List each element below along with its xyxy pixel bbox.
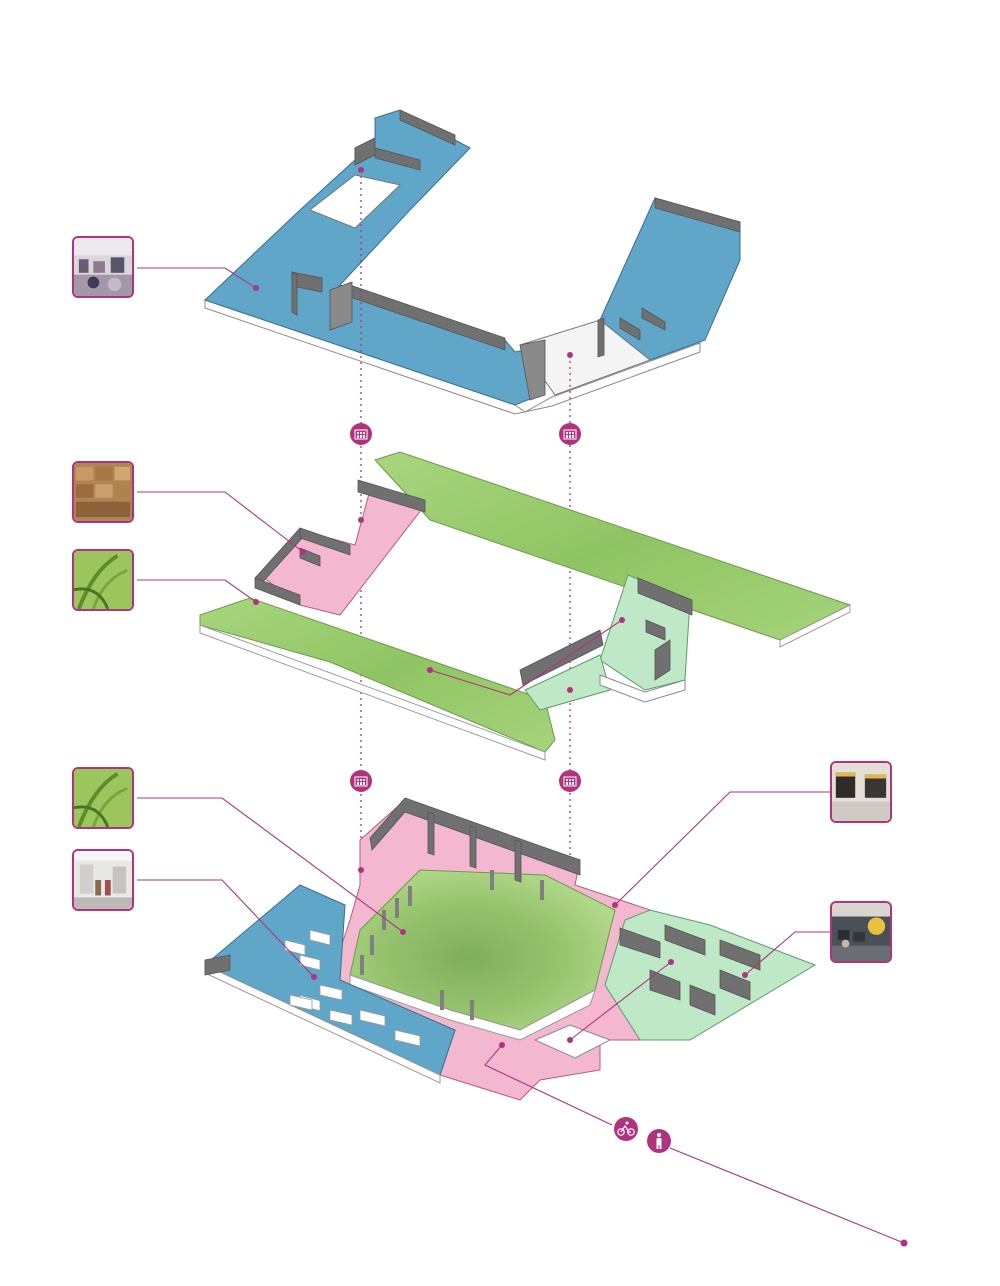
- grass-ground-image: [74, 769, 132, 827]
- storage-boxes-image: [74, 463, 132, 521]
- ground-floor: [204, 797, 817, 1101]
- leader-approach-path: [669, 1147, 905, 1244]
- elevator-icon-right-lower: [559, 770, 581, 792]
- leader-retail: [137, 879, 315, 978]
- photo-loading-dock: [830, 761, 892, 823]
- elevator-icon-right-upper: [559, 423, 581, 445]
- loading-dock-image: [832, 763, 890, 821]
- upper-floor-void-left: [309, 174, 402, 229]
- photo-workshop-sewing: [72, 236, 134, 298]
- pedestrian-icon: [647, 1129, 671, 1153]
- retail-store-image: [74, 851, 132, 909]
- middle-grass-strip-right: [374, 451, 852, 641]
- photo-storage-boxes: [72, 461, 134, 523]
- office-space-image: [832, 903, 890, 961]
- ground-colonnade: [360, 870, 544, 1020]
- leader-office: [744, 931, 830, 976]
- photo-grass-ground: [72, 767, 134, 829]
- upper-floor: [204, 109, 741, 415]
- photo-retail-store: [72, 849, 134, 911]
- photo-office-space: [830, 901, 892, 963]
- leader-workshop: [137, 267, 257, 289]
- elevator-icon-left-lower: [350, 770, 372, 792]
- leader-loading-dock: [614, 791, 830, 906]
- upper-floor-slab-edge: [204, 299, 701, 415]
- middle-storage-walls: [254, 479, 426, 606]
- leader-dots: [253, 167, 908, 1247]
- workshop-sewing-image: [74, 238, 132, 296]
- ground-offices-mint: [604, 909, 817, 1041]
- photo-grass-middle: [72, 549, 134, 611]
- ground-floor-walls: [204, 797, 761, 1016]
- leader-grass-middle: [137, 579, 257, 603]
- leader-lines: [137, 267, 905, 1244]
- leader-entrance: [484, 1044, 613, 1126]
- leader-storage: [137, 491, 304, 553]
- upper-floor-walls: [291, 109, 741, 401]
- middle-office-walls: [519, 577, 693, 686]
- middle-landscape-level: [199, 451, 852, 761]
- elevator-icon-left-upper: [350, 423, 372, 445]
- leader-office-2: [569, 961, 672, 1041]
- grass-middle-image: [74, 551, 132, 609]
- leader-grass-ground: [137, 797, 404, 933]
- bicycle-icon: [614, 1117, 638, 1141]
- leader-grass-middle-to-office: [429, 619, 623, 696]
- middle-grass-strip-left: [199, 597, 556, 753]
- ground-retail-tables: [284, 929, 421, 1047]
